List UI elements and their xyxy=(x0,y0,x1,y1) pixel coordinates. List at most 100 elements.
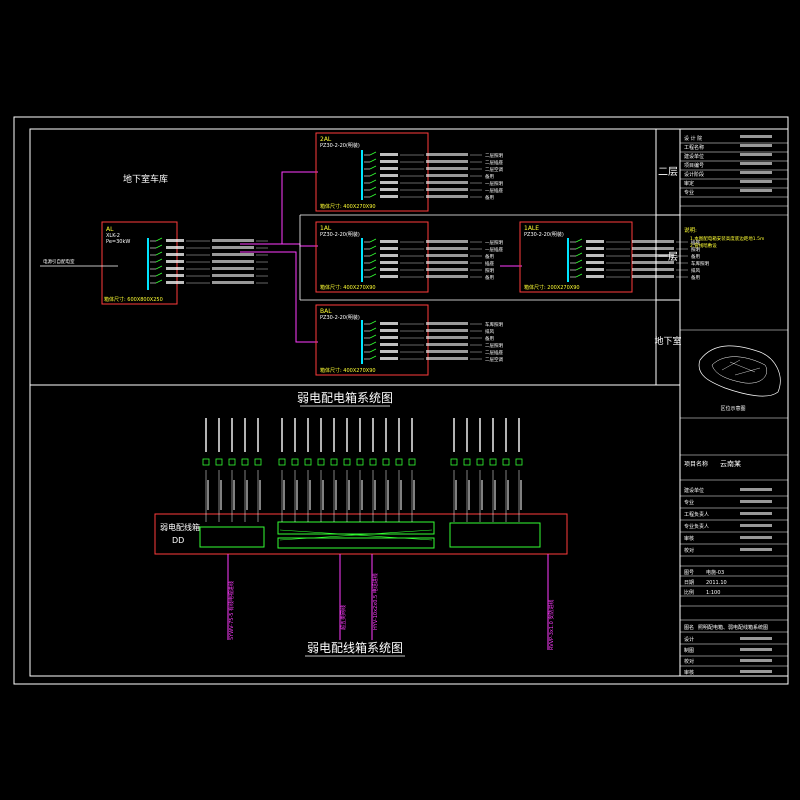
breaker-spec xyxy=(166,281,184,284)
title-value xyxy=(740,189,772,192)
breaker-symbol xyxy=(369,151,377,156)
outlet-icon xyxy=(369,458,377,466)
main-panel-power: Pe=30kW xyxy=(106,239,130,245)
outlet-icon xyxy=(304,458,312,466)
drop-spec xyxy=(309,480,311,510)
cable-spec xyxy=(632,240,674,243)
breaker-spec xyxy=(166,260,184,263)
breaker-spec xyxy=(380,167,398,170)
breaker-symbol xyxy=(369,259,377,264)
circuit-label: 备用 xyxy=(485,253,494,260)
drop-spec xyxy=(207,480,209,510)
title-value xyxy=(740,512,772,515)
project-label: 项目名称 xyxy=(684,460,708,468)
cable-spec xyxy=(426,336,468,339)
outlet-icon xyxy=(241,458,249,466)
panel-2al-id: 2AL xyxy=(320,136,332,143)
breaker-symbol xyxy=(369,355,377,360)
floor-label-2: 二层 xyxy=(658,166,678,178)
panel-2al xyxy=(315,132,429,212)
outlet-label xyxy=(518,418,520,452)
drop-spec xyxy=(348,480,350,510)
outlet-label xyxy=(479,418,481,452)
circuit-label: 备用 xyxy=(691,274,700,281)
title-value xyxy=(740,135,772,138)
panel-bal-model: PZ30-2-20(明装) xyxy=(320,314,360,321)
drop-spec xyxy=(335,480,337,510)
cable-spec xyxy=(632,254,674,257)
weak-in-security: RVVP-3x1.0 安防进线 xyxy=(548,600,555,650)
panel-1ale-id: 1ALE xyxy=(524,225,539,232)
date-value: 2011.10 xyxy=(706,580,727,586)
project-value: 云南某 xyxy=(720,459,741,468)
breaker-spec xyxy=(586,268,604,271)
title-cell: 审核 xyxy=(684,669,694,676)
breaker-spec xyxy=(380,153,398,156)
breaker-symbol xyxy=(155,279,163,284)
main-panel-model: XLK-2 xyxy=(106,233,120,239)
circuit-label: 一层照明 xyxy=(485,240,503,246)
title-cell: 制图 xyxy=(684,647,694,654)
title-value xyxy=(740,171,772,174)
title-cell: 专业 xyxy=(684,189,694,196)
title-cell: 项目编号 xyxy=(684,162,704,169)
outlet-icon xyxy=(291,458,299,466)
title-cell: 专业 xyxy=(684,499,694,506)
circuit-label: 车库照明 xyxy=(485,321,503,328)
main-branches xyxy=(150,237,268,284)
breaker-symbol xyxy=(369,165,377,170)
cable-spec xyxy=(212,274,254,277)
cable-spec xyxy=(212,246,254,249)
note-1: 1.本图配电箱安装高度底边距地1.5m xyxy=(690,235,764,242)
breaker-spec xyxy=(586,240,604,243)
drop-spec xyxy=(413,480,415,510)
drawing-no-value: 电施-03 xyxy=(706,569,724,576)
breaker-spec xyxy=(586,275,604,278)
weak-outlets xyxy=(202,418,523,522)
title-value xyxy=(740,488,772,491)
net-module xyxy=(277,521,435,535)
drop-spec xyxy=(507,480,509,510)
security-module xyxy=(449,522,541,548)
drop-spec xyxy=(220,480,222,510)
outlet-icon xyxy=(278,458,286,466)
cable-spec xyxy=(426,268,468,271)
breaker-symbol xyxy=(575,259,583,264)
note-2: 2.管线暗敷设 xyxy=(690,242,717,249)
cable-spec xyxy=(426,181,468,184)
feed-bal xyxy=(240,251,318,343)
breaker-spec xyxy=(380,322,398,325)
outlet-icon xyxy=(228,458,236,466)
title-value xyxy=(740,548,772,551)
breaker-symbol xyxy=(155,272,163,277)
breaker-spec xyxy=(586,261,604,264)
breaker-symbol xyxy=(155,265,163,270)
outlet-icon xyxy=(502,458,510,466)
breaker-spec xyxy=(380,247,398,250)
title-value xyxy=(740,659,772,662)
cable-spec xyxy=(212,260,254,263)
circuit-label: 插座 xyxy=(691,239,700,246)
outlet-label xyxy=(281,418,283,452)
breaker-spec xyxy=(380,261,398,264)
panel-bal xyxy=(315,304,429,376)
keyplan xyxy=(698,345,781,397)
breaker-symbol xyxy=(369,341,377,346)
breaker-symbol xyxy=(575,238,583,243)
circuit-label: 一层插座 xyxy=(485,187,503,194)
circuit-label: 插座 xyxy=(485,260,494,267)
outlet-label xyxy=(231,418,233,452)
cable-spec xyxy=(426,240,468,243)
weak-box-code: DD xyxy=(172,536,184,545)
outlet-label xyxy=(372,418,374,452)
outlet-icon xyxy=(515,458,523,466)
drop-spec xyxy=(296,480,298,510)
panel-1al-id: 1AL xyxy=(320,225,332,232)
outlet-icon xyxy=(408,458,416,466)
breaker-symbol xyxy=(369,179,377,184)
outlet-label xyxy=(294,418,296,452)
cable-spec xyxy=(212,239,254,242)
